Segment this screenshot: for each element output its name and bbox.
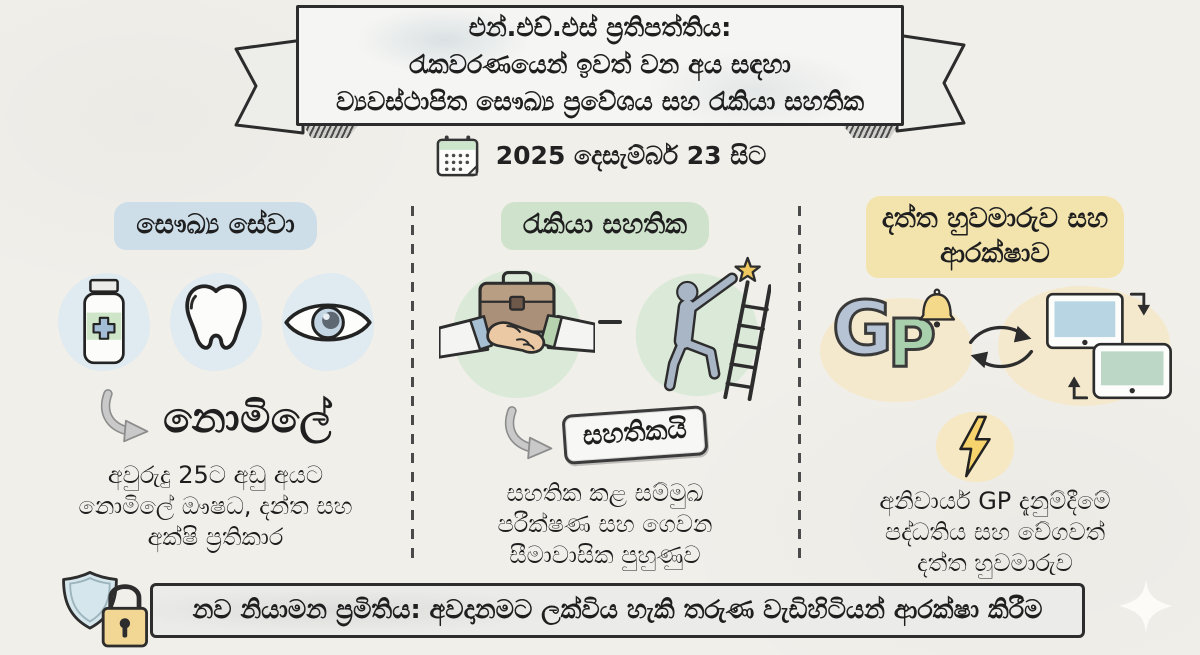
gp-letter-g: G xyxy=(831,286,895,372)
icon-blob xyxy=(277,265,379,379)
column-header-line: ආරක්ෂාව xyxy=(940,238,1050,269)
column-description-line: නොමිලේ ඖෂධ, දන්ත සහ xyxy=(78,492,353,520)
column-description-line: අනිවාර්ය GP දැනුම්දීමේ xyxy=(879,487,1111,515)
curved-arrow-icon xyxy=(100,389,149,443)
column-description: අවුරුදු 25ට අඩු අයට නොමිලේ ඖෂධ, දන්ත සහ … xyxy=(48,460,383,553)
column-health-services: සෞඛ්‍ය සේවා xyxy=(48,202,383,553)
column-employment-certificates: රැකියා සහතික xyxy=(430,202,780,571)
column-divider xyxy=(411,206,414,560)
ribbon-fold-right xyxy=(842,124,898,138)
sync-arrows-icon xyxy=(968,325,1034,369)
employment-icons-row xyxy=(430,254,780,404)
connector-dash xyxy=(598,320,622,324)
column-description-line: පද්ධතිය සහ වේගවත් xyxy=(884,518,1106,546)
shield-lock-icon xyxy=(62,571,148,648)
column-description-line: අක්ෂි ප්‍රතිකාර xyxy=(147,523,284,551)
lightning-row xyxy=(816,410,1174,484)
lightning-blob xyxy=(932,410,1018,484)
sparkle-icon xyxy=(1119,578,1173,634)
column-header: රැකියා සහතික xyxy=(500,202,710,250)
column-data-sharing: දත්ත හුවමාරුව සහ ආරක්ෂාව GP xyxy=(816,196,1174,579)
career-ladder-icon xyxy=(635,256,771,402)
lightning-icon xyxy=(959,415,991,478)
free-callout: නොමිලේ xyxy=(163,393,332,442)
icon-blob xyxy=(53,265,155,379)
column-description-line: පරීක්ෂණ සහ ගෙවන xyxy=(497,510,713,538)
column-description-line: අවුරුදු 25ට අඩු අයට xyxy=(107,461,324,489)
ribbon-fold-left xyxy=(303,124,359,138)
footer-text: නව නියාමන ප්‍රමිතිය: අවදානමට ලක්විය හැකි… xyxy=(192,595,1043,625)
certified-stamp-row: සහතිකයි xyxy=(430,404,780,466)
column-divider xyxy=(798,206,801,560)
column-description-line: සහතික කළ සම්මුඛ xyxy=(506,479,704,507)
column-description-line: දත්ත හුවමාරුව xyxy=(917,549,1073,577)
free-callout-row: නොමිලේ xyxy=(48,386,383,450)
effective-date-label: 2025 දෙසැම්බර් 23 සිට xyxy=(495,141,767,170)
icon-blob xyxy=(165,265,267,379)
medicine-bottle-icon xyxy=(82,278,125,365)
ribbon-tail-left xyxy=(234,38,305,135)
title-ribbon: එන්.එච්.එස් ප්‍රතිපත්තිය: රැකවරණයෙන් ඉවත… xyxy=(296,5,904,126)
certified-stamp: සහතිකයි xyxy=(561,405,709,465)
data-sharing-graphic: GP xyxy=(816,286,1174,406)
calendar-icon xyxy=(436,134,479,176)
column-description-line: සීමාවාසික පුහුණුව xyxy=(509,541,701,569)
footer-banner: නව නියාමන ප්‍රමිතිය: අවදානමට ලක්විය හැකි… xyxy=(150,583,1085,638)
devices-icon xyxy=(1046,292,1172,400)
ribbon-title-line: රැකවරණයෙන් ඉවත් වන අය සඳහා xyxy=(409,50,791,80)
column-header: දත්ත හුවමාරුව සහ ආරක්ෂාව xyxy=(865,196,1125,278)
column-header: සෞඛ්‍ය සේවා xyxy=(114,202,317,250)
handshake-briefcase-icon xyxy=(439,269,595,399)
bell-icon xyxy=(918,288,956,328)
column-description: අනිවාර්ය GP දැනුම්දීමේ පද්ධතිය සහ වේගවත්… xyxy=(816,486,1174,579)
ribbon-tail-right xyxy=(895,33,966,133)
column-description: සහතික කළ සම්මුඛ පරීක්ෂණ සහ ගෙවන සීමාවාසි… xyxy=(430,478,780,571)
ribbon-title-line: ව්‍යවස්ථාපිත සෞඛ්‍ය ප්‍රවේශය සහ රැකියා ස… xyxy=(335,87,865,117)
health-icons-row xyxy=(48,262,383,382)
effective-date-row: 2025 දෙසැම්බර් 23 සිට xyxy=(0,131,1200,181)
ribbon-title-line: එන්.එච්.එස් ප්‍රතිපත්තිය: xyxy=(468,13,732,43)
curved-arrow-icon xyxy=(504,406,553,460)
eye-icon xyxy=(283,303,372,341)
column-header-line: දත්ත හුවමාරුව සහ xyxy=(881,203,1109,234)
tooth-icon xyxy=(184,284,247,350)
